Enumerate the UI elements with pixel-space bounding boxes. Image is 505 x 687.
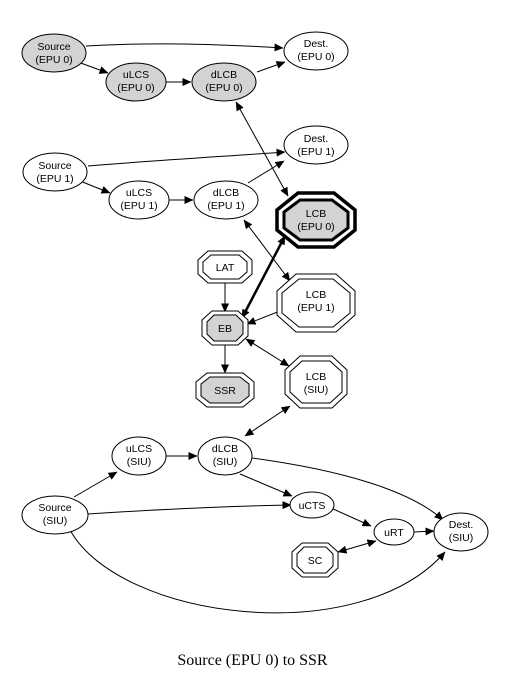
node-ulcs-epu0-line1: uLCS bbox=[123, 69, 149, 81]
node-ssr: SSR bbox=[195, 372, 255, 408]
node-source-siu: Source (SIU) bbox=[21, 495, 89, 535]
edge-dlcb-siu-to-dest-siu bbox=[251, 457, 444, 521]
node-source-epu1: Source (EPU 1) bbox=[22, 152, 88, 192]
node-ulcs-siu-line1: uLCS bbox=[126, 443, 152, 455]
edge-src-siu-to-ucts bbox=[87, 501, 292, 515]
node-dlcb-epu0-line2: (EPU 0) bbox=[205, 82, 242, 94]
edge-urt-to-dest-siu bbox=[413, 527, 435, 536]
node-source-epu1-line1: Source bbox=[38, 160, 71, 172]
node-dest-epu1: Dest. (EPU 1) bbox=[283, 125, 349, 165]
node-sc: SC bbox=[291, 542, 339, 578]
node-dlcb-siu: dLCB (SIU) bbox=[197, 436, 253, 476]
node-ulcs-epu1-line2: (EPU 1) bbox=[120, 200, 157, 212]
node-urt: uRT bbox=[373, 518, 415, 546]
node-eb: EB bbox=[201, 310, 249, 346]
node-dlcb-epu1: dLCB (EPU 1) bbox=[193, 180, 259, 220]
node-urt-label: uRT bbox=[384, 527, 404, 539]
edge-src-epu0-to-ulcs-epu0 bbox=[77, 61, 109, 74]
node-source-epu0-line2: (EPU 0) bbox=[35, 54, 72, 66]
edge-src-epu1-to-ulcs-epu1 bbox=[79, 180, 111, 194]
node-dest-epu1-line2: (EPU 1) bbox=[297, 146, 334, 158]
node-lat-label: LAT bbox=[216, 262, 235, 274]
node-dest-epu1-line1: Dest. bbox=[304, 133, 329, 145]
edge-src-epu1-to-dest-epu1 bbox=[87, 148, 286, 167]
node-lcb-siu: LCB (SIU) bbox=[284, 355, 348, 409]
figure-caption: Source (EPU 0) to SSR bbox=[177, 652, 328, 669]
node-lcb-epu1-line1: LCB bbox=[306, 289, 326, 301]
node-source-siu-line2: (SIU) bbox=[43, 515, 68, 527]
node-dest-siu: Dest. (SIU) bbox=[433, 512, 489, 552]
node-dest-epu0: Dest. (EPU 0) bbox=[283, 31, 349, 71]
node-ucts-label: uCTS bbox=[299, 500, 326, 512]
node-ulcs-epu0: uLCS (EPU 0) bbox=[105, 62, 167, 102]
node-source-siu-line1: Source bbox=[38, 502, 71, 514]
node-lcb-siu-line1: LCB bbox=[306, 371, 326, 383]
node-lat: LAT bbox=[197, 250, 253, 284]
edge-eb-lcb-siu bbox=[245, 338, 290, 367]
node-ulcs-epu1-line1: uLCS bbox=[126, 187, 152, 199]
node-dlcb-epu1-line1: dLCB bbox=[213, 187, 239, 199]
node-source-epu1-line2: (EPU 1) bbox=[36, 173, 73, 185]
edge-lcb-epu1-to-eb bbox=[246, 310, 281, 325]
node-lcb-epu0-line1: LCB bbox=[306, 208, 326, 220]
node-ssr-label: SSR bbox=[214, 385, 236, 397]
edge-eb-lcb-epu0 bbox=[240, 235, 287, 319]
edge-ucts-to-urt bbox=[330, 507, 372, 527]
node-dest-siu-line1: Dest. bbox=[449, 519, 474, 531]
edge-src-siu-to-ulcs-siu bbox=[73, 471, 118, 498]
node-lcb-epu0-line2: (EPU 0) bbox=[297, 221, 334, 233]
edge-src-epu0-to-dest-epu0 bbox=[85, 43, 284, 52]
edge-dlcb-siu-to-ucts bbox=[239, 473, 293, 497]
node-sc-label: SC bbox=[308, 555, 323, 567]
node-lcb-epu1: LCB (EPU 1) bbox=[276, 273, 356, 333]
node-lcb-epu0: LCB (EPU 0) bbox=[275, 191, 357, 249]
edge-src-siu-to-dest-siu bbox=[69, 529, 446, 614]
node-source-epu0: Source (EPU 0) bbox=[21, 33, 87, 73]
edge-dlcb-epu0-to-dest-epu0 bbox=[256, 61, 286, 73]
node-eb-label: EB bbox=[218, 323, 232, 335]
node-dlcb-epu0-line1: dLCB bbox=[211, 69, 237, 81]
node-dest-epu0-line2: (EPU 0) bbox=[297, 51, 334, 63]
edge-sc-urt bbox=[337, 539, 377, 554]
node-ulcs-siu-line2: (SIU) bbox=[127, 456, 152, 468]
node-lcb-epu1-line2: (EPU 1) bbox=[297, 302, 334, 314]
node-lcb-siu-line2: (SIU) bbox=[304, 384, 329, 396]
edge-dlcb-epu1-to-dest-epu1 bbox=[247, 160, 285, 184]
node-source-epu0-line1: Source bbox=[37, 41, 70, 53]
node-dest-siu-line2: (SIU) bbox=[449, 532, 474, 544]
node-dlcb-epu0: dLCB (EPU 0) bbox=[191, 62, 257, 102]
nodes: Source (EPU 0) Dest. (EPU 0) uLCS (EPU 0… bbox=[21, 31, 489, 578]
edge-dlcb-epu0-lcb-epu0 bbox=[235, 101, 289, 197]
node-dlcb-siu-line2: (SIU) bbox=[213, 456, 238, 468]
node-ulcs-siu: uLCS (SIU) bbox=[111, 436, 167, 476]
node-ulcs-epu1: uLCS (EPU 1) bbox=[108, 180, 170, 220]
node-ulcs-epu0-line2: (EPU 0) bbox=[117, 82, 154, 94]
node-dest-epu0-line1: Dest. bbox=[304, 38, 329, 50]
edges bbox=[69, 43, 446, 614]
node-ucts: uCTS bbox=[289, 491, 335, 519]
edge-dlcb-siu-lcb-siu bbox=[244, 405, 291, 437]
node-dlcb-epu1-line2: (EPU 1) bbox=[207, 200, 244, 212]
node-dlcb-siu-line1: dLCB bbox=[212, 443, 238, 455]
